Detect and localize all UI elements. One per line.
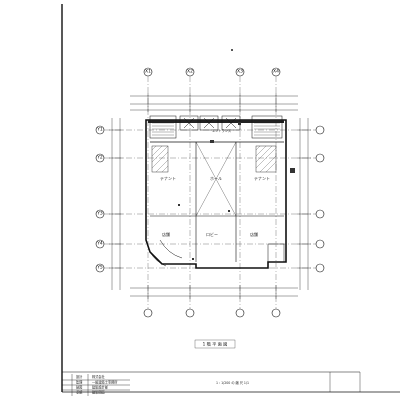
outer-walls: [145, 119, 287, 269]
grid-bubbles-left: [95, 125, 105, 273]
grid-col-label: X3: [237, 69, 243, 75]
legend-text: 一級建築士事務所: [92, 380, 118, 385]
legend-text: 株式会社: [92, 374, 106, 379]
grid-row-label: Y2: [96, 155, 103, 161]
room-label-entrance: エントランス: [212, 128, 231, 133]
grid-bubbles-right: [315, 125, 325, 273]
grid-col-label: X1: [145, 69, 151, 75]
grid-row-label: Y4: [96, 241, 103, 247]
interior-partitions: [150, 141, 284, 262]
grid-row-label: Y5: [96, 265, 103, 271]
grid-bubbles-bottom: [143, 308, 281, 318]
legend-code: 製図: [76, 385, 82, 390]
room-label-center: ホール: [210, 176, 222, 181]
legend-code: 承認: [76, 390, 83, 395]
service-core: [149, 115, 283, 139]
legend-code: 設計: [76, 374, 83, 379]
dimension-lines: [109, 93, 311, 299]
grid-bubbles-top: [143, 67, 281, 77]
grid-col-label: X4: [273, 69, 279, 75]
drawing-title-text: 1 階 平 面 図: [203, 341, 228, 348]
room-label-left: テナント: [160, 175, 176, 181]
sheet-border: [61, 4, 400, 393]
grid-row-label: Y3: [96, 211, 103, 217]
legend-code: 監理: [76, 380, 83, 385]
drawing-title: 1 階 平 面 図: [194, 339, 236, 349]
room-labels: テナント ホール テナント 店舗 ロビー 店舗 エントランス: [160, 128, 270, 237]
grid-bubbles-left-labels: Y1 Y2 Y3 Y4 Y5: [96, 127, 103, 271]
fixtures: [178, 122, 295, 260]
entrance-bay: [149, 239, 285, 267]
grid-col-label: X2: [187, 69, 193, 75]
legend-text: 建築設計部: [92, 385, 109, 390]
scale-note: 1 : 1/200 の 縮 尺 1/1: [216, 380, 249, 385]
room-label-left-store: 店舗: [162, 231, 170, 237]
room-label-center-store: ロビー: [206, 231, 218, 237]
room-label-right-store: 店舗: [250, 231, 258, 237]
title-block: [62, 374, 130, 396]
hatched-rooms: [151, 145, 277, 173]
room-label-right: テナント: [254, 175, 270, 181]
north-marker: [231, 49, 233, 51]
grid-lines: [104, 76, 316, 309]
title-block-text: 設計 株式会社 監理 一級建築士事務所 製図 建築設計部 承認 建築図面: [76, 374, 118, 395]
grid-bubbles-top-labels: X1 X2 X3 X4: [145, 69, 279, 75]
bottom-right-block: [329, 372, 361, 392]
legend-text: 建築図面: [92, 390, 105, 395]
grid-row-label: Y1: [96, 127, 103, 133]
